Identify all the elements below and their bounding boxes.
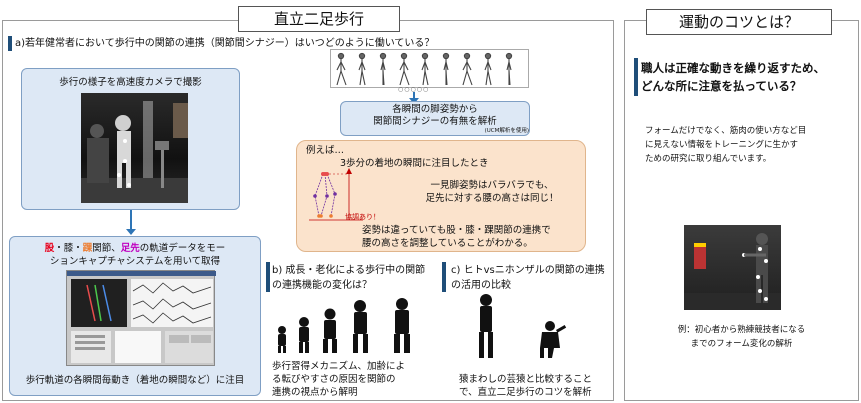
mocap-sep1: ・	[54, 243, 64, 254]
example-point2-line1: 姿勢は違っていても股・膝・踝関節の連携で	[362, 225, 551, 236]
athlete-form-photo	[684, 225, 781, 310]
section-c-bar	[442, 262, 446, 292]
right-body-line3: ための研究に取り組んでいます。	[645, 154, 772, 164]
section-b-heading-line2: の連携機能の変化は？	[272, 280, 372, 291]
walking-frame-figure	[379, 52, 387, 86]
example-point1-line1: 一見脚姿勢はバラバラでも、	[430, 180, 554, 191]
walking-frames-strip	[330, 49, 529, 88]
coop-label: 協調あり！	[345, 213, 380, 221]
growth-aging-silhouettes	[268, 294, 438, 354]
walking-camera-photo	[81, 93, 188, 203]
example-point1-line2: 足先に対する腰の高さは同じ！	[425, 193, 559, 204]
analysis-box	[340, 101, 530, 136]
section-a-bar	[8, 36, 12, 51]
mocap-software-screenshot	[66, 270, 216, 366]
right-panel-title: 運動のコツとは？	[646, 9, 832, 35]
example-focus: 3歩分の着地の瞬間に注目したとき	[340, 158, 489, 169]
left-panel-title: 直立二足歩行	[238, 6, 400, 32]
right-caption-line1: 例：初心者から熟練競技者になる	[677, 325, 806, 335]
section-b-body-line1: 歩行習得メカニズム、加齢によ	[272, 361, 406, 372]
analysis-line2: 関節間シナジーの有無を解析	[373, 116, 497, 127]
walking-frame-figure	[421, 52, 429, 86]
analysis-note: (UCM解析を使用)	[484, 128, 529, 134]
right-caption-line2: までのフォーム変化の解析	[690, 339, 793, 349]
mocap-ankle-text: 踝	[82, 243, 93, 254]
mocap-sep2: ・	[73, 243, 83, 254]
arrow-camera-to-mocap	[130, 210, 132, 232]
section-c-heading-line1: c) ヒトvsニホンザルの関節の連携	[451, 265, 605, 276]
section-b-heading-line1: b) 成長・老化による歩行中の関節	[272, 265, 426, 276]
mocap-rest2: の軌道データをモー	[139, 243, 226, 254]
human-vs-monkey-silhouettes	[462, 292, 582, 360]
mocap-line2: ションキャプチャシステムを用いて取得	[49, 256, 221, 267]
section-c-body-line2: で、直立二足歩行のコツを解析	[459, 387, 592, 398]
walking-frames-svg	[336, 52, 513, 86]
example-box	[296, 140, 586, 252]
mocap-toe-text: 足先	[120, 243, 140, 254]
mocap-caption: 歩行軌道の各瞬間毎動き（着地の瞬間など）に注目	[25, 375, 245, 386]
right-heading-line1: 職人は正確な動きを繰り返すため、	[641, 61, 825, 75]
example-point2-line2: 腰の高さを調整していることがわかる。	[362, 238, 533, 249]
leg-posture-diagram	[305, 166, 365, 230]
frames-dots: ○○○○○	[398, 86, 430, 93]
section-c-heading-line2: の活用の比較	[451, 280, 511, 291]
walking-frame-figure	[462, 52, 473, 86]
section-c-body-line1: 猿まわしの芸猿と比較すること	[459, 374, 593, 385]
mocap-line1: 股・膝・踝関節、足先の軌道データをモー	[10, 242, 260, 255]
walking-frame-figure	[484, 52, 492, 86]
example-intro: 例えば…	[306, 145, 345, 156]
right-heading-line2: どんな所に注意を払っている？	[641, 79, 802, 93]
mocap-rest1: 関節、	[92, 243, 121, 254]
section-b-bar	[266, 262, 270, 292]
right-body-line1: フォームだけでなく、筋肉の使い方など目	[645, 126, 807, 136]
section-b-body-line2: る転びやすさの原因を関節の	[272, 374, 396, 385]
walking-frame-figure	[358, 52, 366, 86]
mocap-knee-text: 膝	[63, 243, 74, 254]
walking-frame-figure	[442, 52, 450, 86]
camera-box-label: 歩行の様子を高速度カメラで撮影	[59, 77, 202, 88]
section-b-body-line3: 連携の視点から解明	[272, 387, 358, 398]
walking-frame-figure	[336, 52, 347, 86]
section-a-heading: a)若年健常者において歩行中の関節の連携（関節間シナジー）はいつどのように働いて…	[15, 38, 435, 49]
mocap-hip-text: 股	[44, 243, 55, 254]
walking-frame-figure	[505, 52, 513, 86]
arrow-frames-to-analysis	[413, 92, 415, 100]
right-heading-bar	[634, 58, 638, 96]
arrow-head-down-icon	[126, 229, 136, 235]
walking-frame-figure	[399, 52, 410, 86]
analysis-line1: 各瞬間の脚姿勢から	[392, 104, 478, 115]
right-body-line2: に見えない情報をトレーニングに生かす	[645, 140, 799, 150]
